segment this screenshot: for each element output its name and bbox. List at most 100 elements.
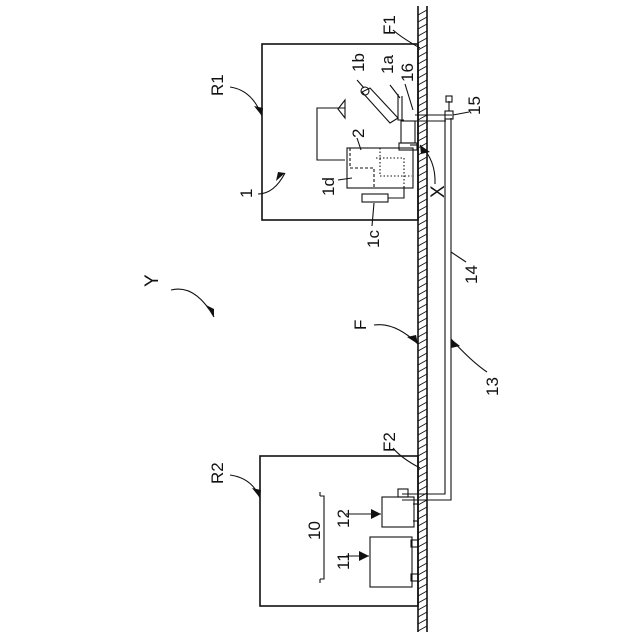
- label-10: 10: [305, 521, 324, 540]
- floor-hatch-line: [418, 234, 427, 239]
- label-r2: R2: [208, 462, 227, 484]
- floor-hatch-line: [418, 136, 427, 141]
- floor-hatch-line: [418, 416, 427, 421]
- floor-hatch-line: [418, 304, 427, 309]
- floor-hatch-line: [418, 451, 427, 456]
- floor-hatch-line: [418, 591, 427, 596]
- floor-hatch-line: [418, 549, 427, 554]
- floor-hatch-line: [418, 479, 427, 484]
- floor-hatch-line: [418, 255, 427, 260]
- floor-hatch-line: [418, 192, 427, 197]
- floor-hatch-line: [418, 528, 427, 533]
- floor-hatch-line: [418, 227, 427, 232]
- floor-hatch-line: [418, 108, 427, 113]
- floor-hatch-line: [418, 122, 427, 127]
- floor-hatch-line: [418, 514, 427, 519]
- floor-hatch-line: [418, 563, 427, 568]
- floor-hatch-line: [418, 402, 427, 407]
- floor-hatch-line: [418, 388, 427, 393]
- floor-hatch-line: [418, 248, 427, 253]
- floor-hatch-line: [418, 87, 427, 92]
- label-x: X: [428, 185, 449, 198]
- floor-hatch-line: [418, 605, 427, 610]
- floor-hatch-line: [418, 444, 427, 449]
- label-y: Y: [142, 274, 163, 287]
- label-1d: 1d: [319, 177, 338, 196]
- equipment-10: [320, 489, 418, 587]
- floor-hatch-line: [418, 17, 427, 22]
- label-f1: F1: [380, 15, 399, 35]
- floor-hatch-line: [418, 283, 427, 288]
- floor-hatch-line: [418, 206, 427, 211]
- floor-hatch-line: [418, 297, 427, 302]
- floor-hatch-line: [418, 584, 427, 589]
- floor-hatch-line: [418, 94, 427, 99]
- floor-hatch-line: [418, 381, 427, 386]
- floor-hatch-line: [418, 59, 427, 64]
- floor-hatch-line: [418, 339, 427, 344]
- labels: Y R1 R2 1 F F1 F2 1b 1a 16 15 2 1d 1c X …: [142, 15, 502, 570]
- label-f: F: [351, 320, 370, 330]
- label-1a: 1a: [378, 55, 397, 74]
- floor-hatch-line: [418, 542, 427, 547]
- floor-hatch-line: [418, 626, 427, 631]
- floor-hatch-line: [418, 325, 427, 330]
- floor-hatch-line: [418, 521, 427, 526]
- floor-hatch-line: [418, 73, 427, 78]
- floor-hatch-line: [418, 472, 427, 477]
- floor-hatch-line: [418, 101, 427, 106]
- floor-hatch-line: [418, 374, 427, 379]
- floor-hatch-line: [418, 290, 427, 295]
- label-14: 14: [462, 265, 481, 284]
- floor-slab: [418, 6, 427, 632]
- label-15: 15: [465, 96, 484, 115]
- floor-hatch-line: [418, 157, 427, 162]
- floor-hatch-line: [418, 178, 427, 183]
- floor-hatch-line: [418, 430, 427, 435]
- floor-hatch-line: [418, 612, 427, 617]
- floor-hatch-line: [418, 66, 427, 71]
- floor-hatch-line: [418, 52, 427, 57]
- floor-hatch-line: [418, 437, 427, 442]
- floor-hatch-line: [418, 269, 427, 274]
- floor-hatch-line: [418, 241, 427, 246]
- floor-hatch-line: [418, 129, 427, 134]
- floor-hatch-line: [418, 346, 427, 351]
- label-2: 2: [349, 129, 368, 138]
- floor-hatch-line: [418, 10, 427, 15]
- floor-hatch-line: [418, 24, 427, 29]
- floor-hatch-line: [418, 115, 427, 120]
- floor-hatch-line: [418, 535, 427, 540]
- floor-hatch-line: [418, 38, 427, 43]
- floor-hatch-line: [418, 367, 427, 372]
- floor-hatch-line: [418, 164, 427, 169]
- label-12: 12: [334, 509, 353, 528]
- floor-hatch-line: [418, 486, 427, 491]
- label-f2: F2: [380, 432, 399, 452]
- floor-hatch-line: [418, 360, 427, 365]
- floor-hatch-line: [418, 31, 427, 36]
- floor-hatch-line: [418, 598, 427, 603]
- floor-hatch-line: [418, 80, 427, 85]
- floor-hatch-line: [418, 619, 427, 624]
- floor-hatch-line: [418, 500, 427, 505]
- label-13: 13: [483, 377, 502, 396]
- floor-hatch-line: [418, 276, 427, 281]
- label-1b: 1b: [349, 53, 368, 72]
- label-16: 16: [398, 63, 417, 82]
- floor-hatch-line: [418, 458, 427, 463]
- floor-hatch-line: [418, 262, 427, 267]
- label-1: 1: [237, 189, 256, 198]
- floor-hatch-line: [418, 332, 427, 337]
- floor-hatch-line: [418, 220, 427, 225]
- label-11: 11: [334, 552, 353, 570]
- floor-hatch-line: [418, 577, 427, 582]
- floor-hatch-line: [418, 199, 427, 204]
- floor-hatch-line: [418, 318, 427, 323]
- floor-hatch-line: [418, 409, 427, 414]
- floor-hatch-line: [418, 423, 427, 428]
- floor-hatch-line: [418, 171, 427, 176]
- label-r1: R1: [208, 74, 227, 96]
- label-1c: 1c: [364, 230, 383, 248]
